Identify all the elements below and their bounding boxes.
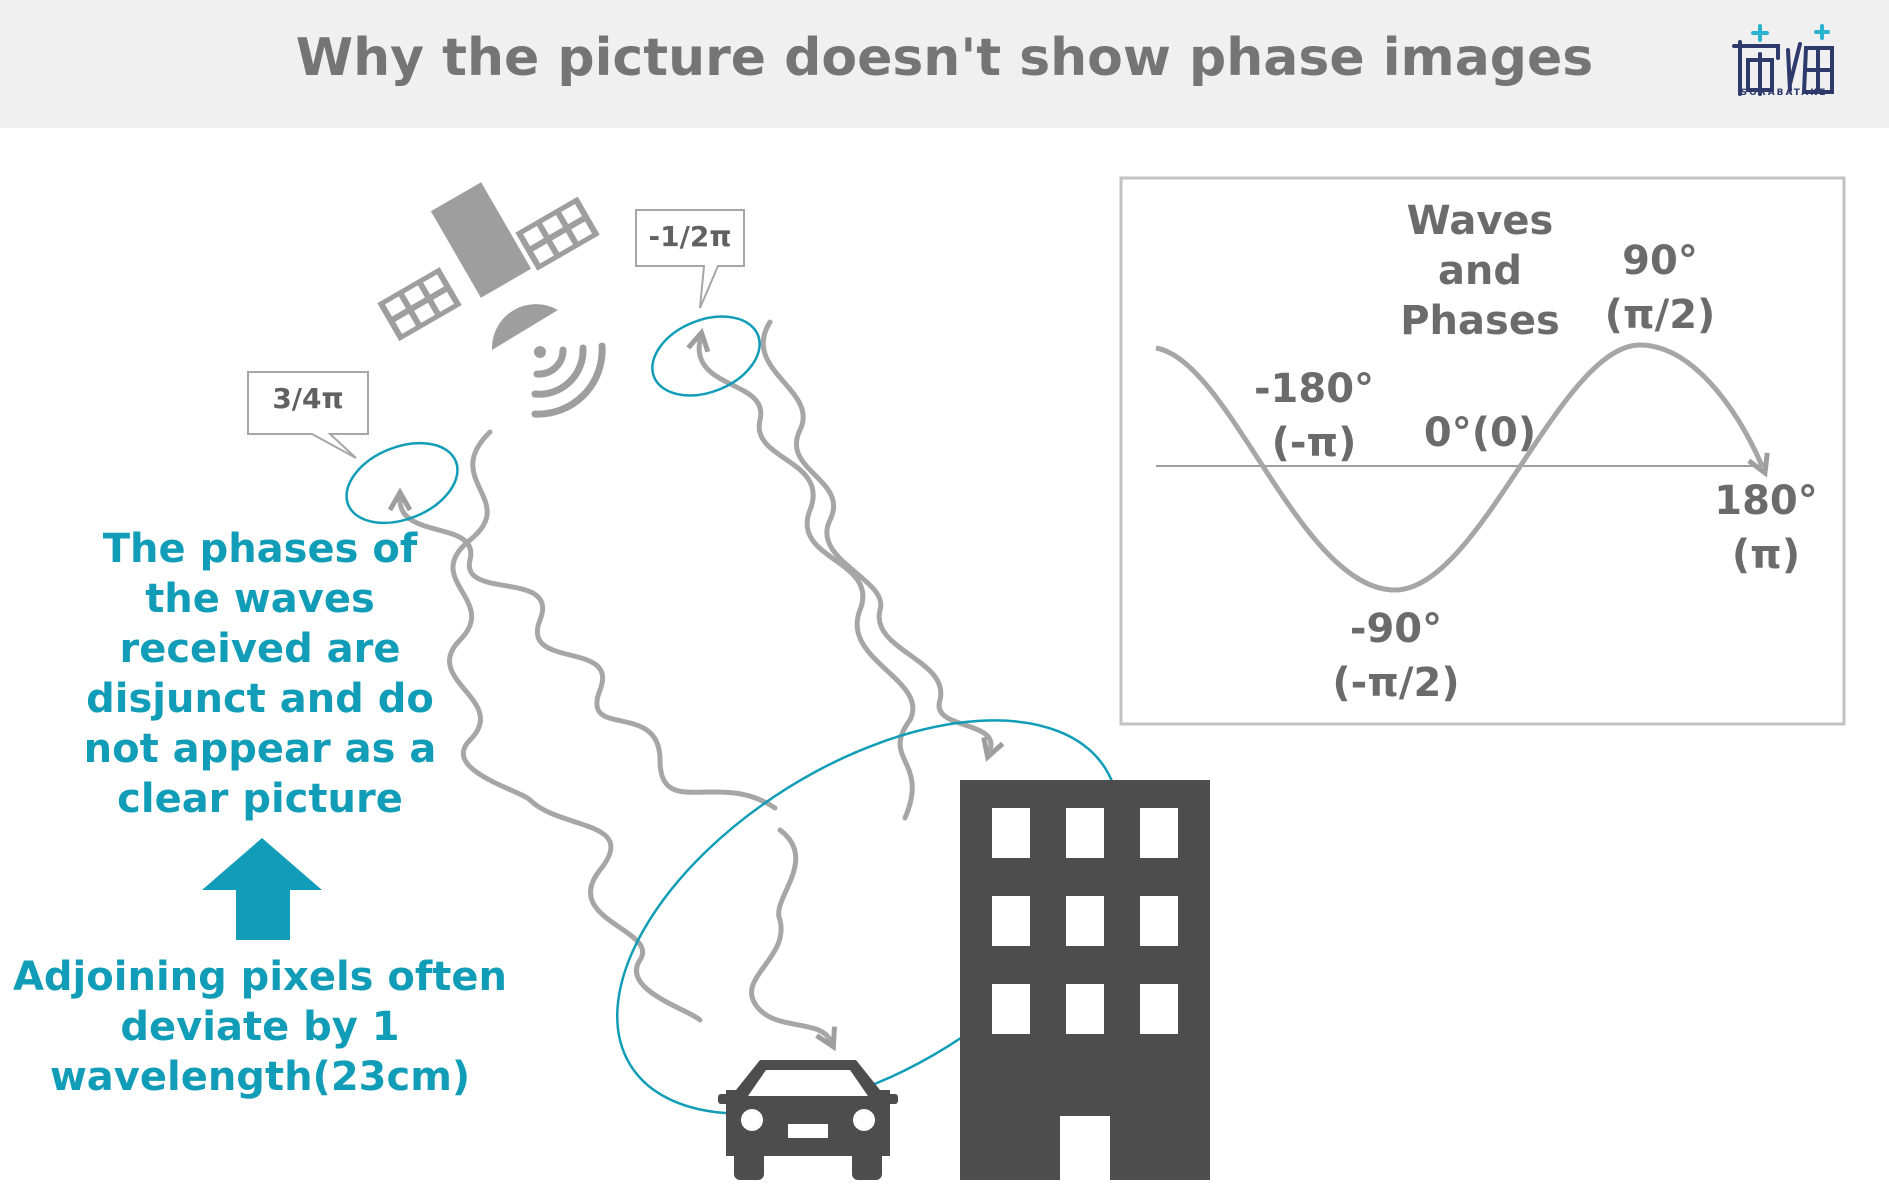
label-plus-90: 90° (π/2) xyxy=(1604,238,1716,338)
callout-left-label: 3/4π xyxy=(272,382,344,415)
label-minus-90: -90° (-π/2) xyxy=(1332,606,1460,706)
wave-left-return xyxy=(387,487,778,811)
wave-center-incoming xyxy=(749,827,837,1052)
inset-title: Waves and Phases xyxy=(1400,198,1560,344)
label-plus-180: 180° (π) xyxy=(1714,478,1818,578)
wave-right-incoming xyxy=(760,319,1005,762)
phases-disjunct-text: The phases of the waves received are dis… xyxy=(83,526,437,822)
inset-frame xyxy=(1119,176,1846,726)
sine-wave xyxy=(1155,342,1770,593)
signal-icon xyxy=(531,342,606,418)
logo-wordmark: SORABATAKE xyxy=(1740,88,1828,98)
label-minus-180: -180° (-π) xyxy=(1253,366,1375,466)
car-icon xyxy=(718,1060,898,1180)
callout-right-box xyxy=(635,209,745,309)
callout-left-box xyxy=(247,371,369,459)
header-bar xyxy=(0,0,1889,128)
phase-ellipse-right xyxy=(651,315,761,397)
page-title: Why the picture doesn't show phase image… xyxy=(295,28,1594,88)
satellite-icon xyxy=(377,182,600,350)
sorabatake-logo xyxy=(1732,24,1834,96)
label-zero: 0°(0) xyxy=(1423,410,1537,456)
callout-right-label: -1/2π xyxy=(648,220,732,253)
wave-right-return xyxy=(686,327,916,821)
pixel-ellipse xyxy=(616,719,1120,1115)
up-arrow-icon xyxy=(202,838,322,940)
phase-ellipse-left xyxy=(345,441,459,525)
building-icon xyxy=(960,780,1210,1180)
pixel-deviation-text: Adjoining pixels often deviate by 1 wave… xyxy=(12,954,508,1100)
wave-left-incoming xyxy=(447,429,703,1023)
